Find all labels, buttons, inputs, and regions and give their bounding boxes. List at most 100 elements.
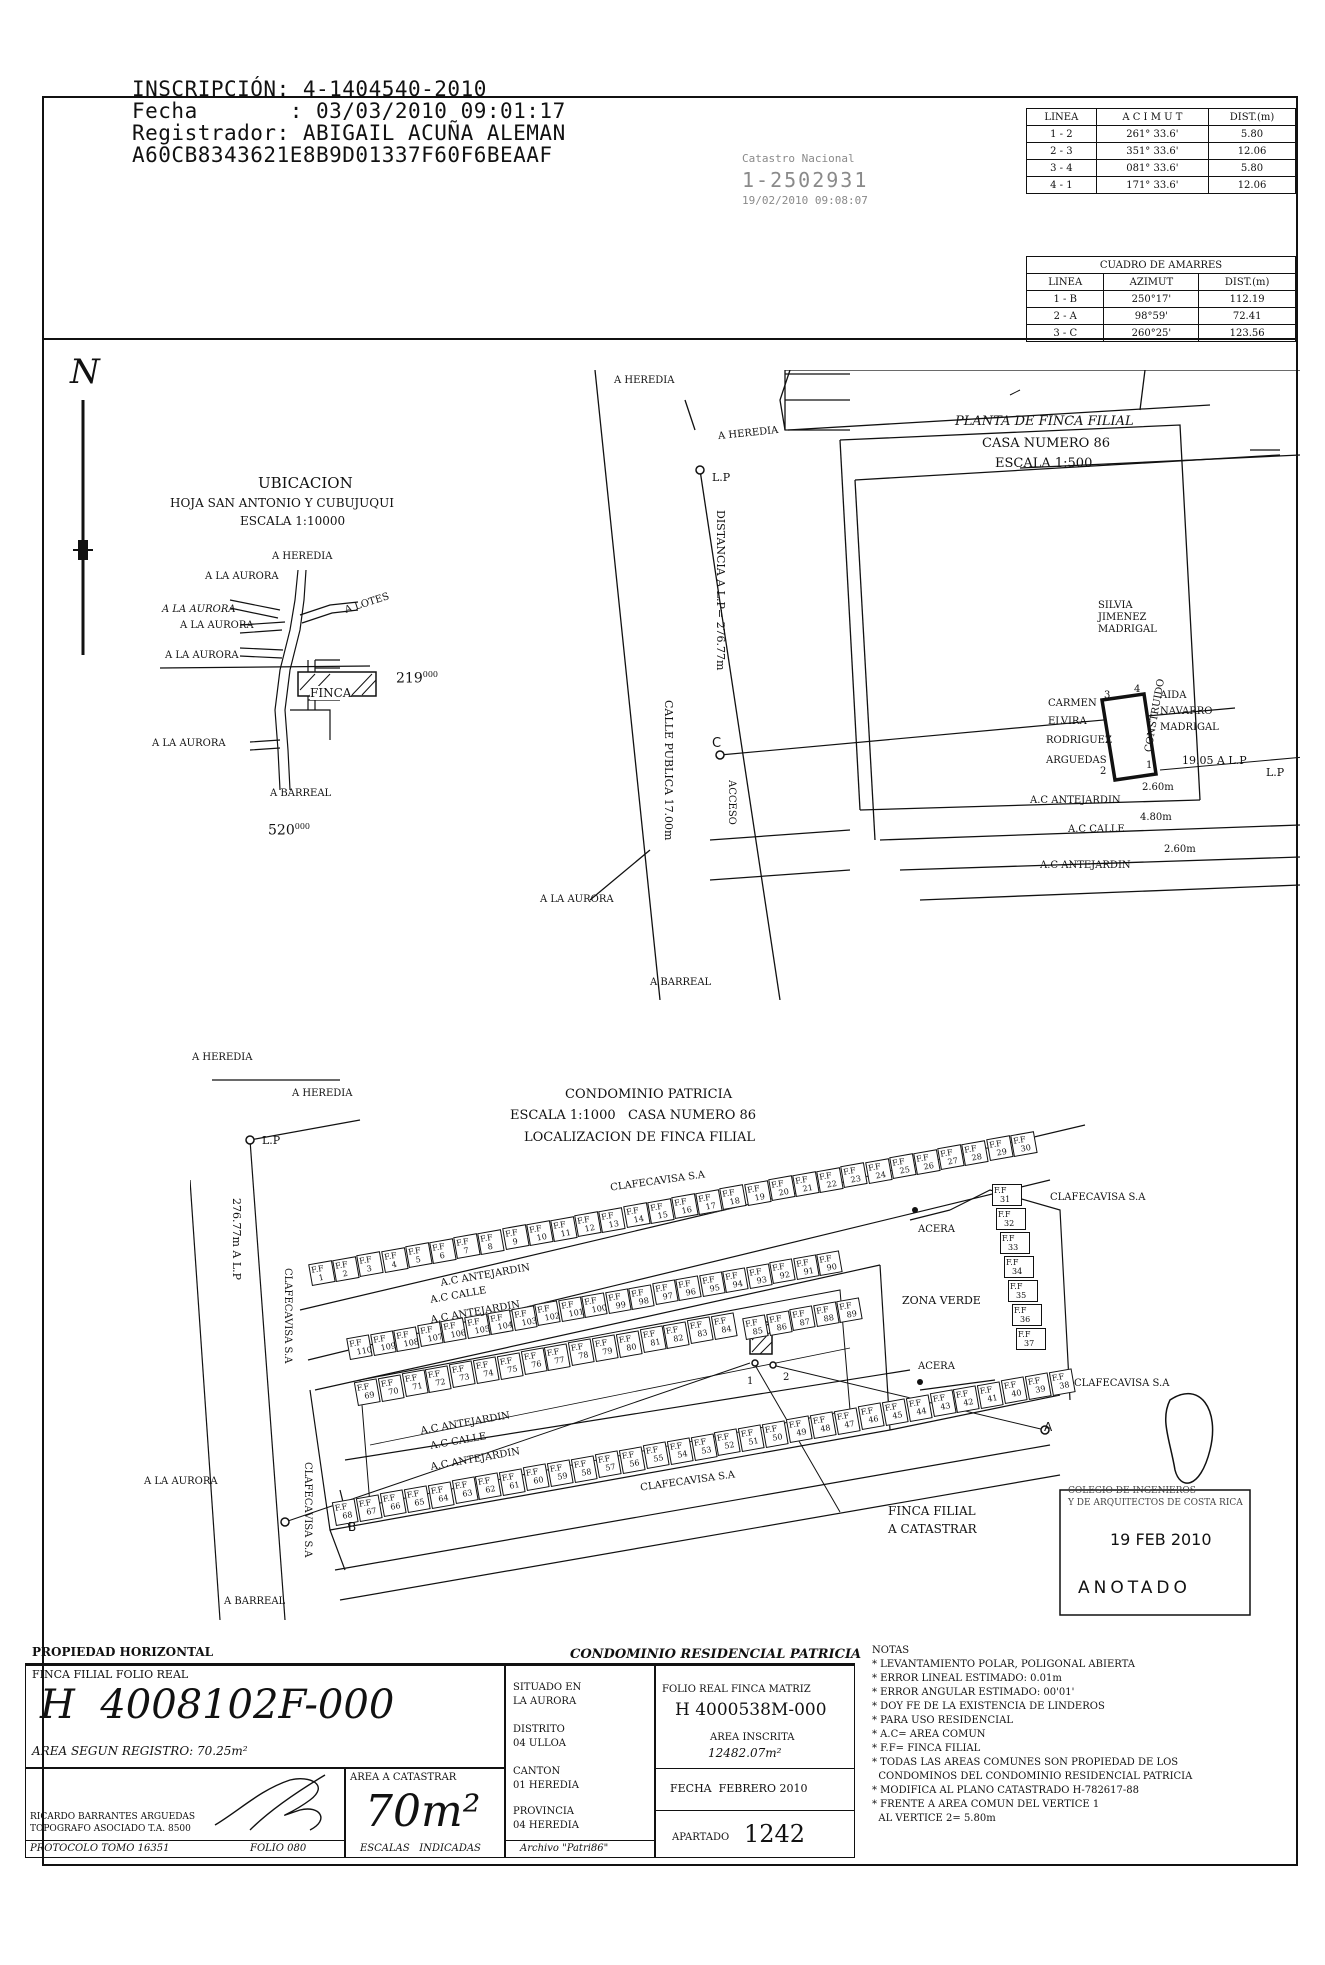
footer-top-line bbox=[25, 1663, 855, 1665]
planta-carmen-2: ELVIRA bbox=[1048, 716, 1087, 727]
condo-subtitle-2: LOCALIZACION DE FINCA FILIAL bbox=[524, 1130, 756, 1145]
note: * F.F= FINCA FILIAL bbox=[872, 1743, 981, 1754]
note: * DOY FE DE LA EXISTENCIA DE LINDEROS bbox=[872, 1701, 1105, 1712]
condo-heredia-arrow: A HEREDIA bbox=[292, 1088, 353, 1099]
catastro-title: Catastro Nacional bbox=[742, 152, 855, 165]
folio-box bbox=[25, 1665, 505, 1768]
planta-distancia: DISTANCIA A L.P= 276.77m bbox=[714, 510, 727, 671]
anotado-date: 19 FEB 2010 bbox=[1110, 1530, 1212, 1549]
protocolo-box bbox=[25, 1840, 345, 1858]
notes-block: NOTAS * LEVANTAMIENTO POLAR, POLIGONAL A… bbox=[872, 1644, 1192, 1826]
topografo-1: RICARDO BARRANTES ARGUEDAS bbox=[30, 1812, 196, 1822]
planta-ac-antejardin-2: A.C ANTEJARDIN bbox=[1040, 860, 1131, 871]
planta-calle-publica: CALLE PUBLICA 17.00m bbox=[662, 700, 675, 841]
signature-image bbox=[214, 1774, 326, 1831]
apartado-value: 1242 bbox=[744, 1820, 806, 1848]
fecha-line: Fecha : 03/03/2010 09:01:17 bbox=[132, 99, 566, 123]
planta-ac-antejardin-2-w: 2.60m bbox=[1164, 844, 1196, 855]
ubic-aurora-4: A LA AURORA bbox=[165, 650, 239, 661]
north-arrow-icon bbox=[73, 400, 93, 655]
planta-aurora: A LA AURORA bbox=[540, 894, 614, 905]
provincia-value: 04 HEREDIA bbox=[513, 1820, 579, 1831]
planta-lp-right: L.P bbox=[1266, 766, 1285, 779]
note: * A.C= AREA COMUN bbox=[872, 1729, 986, 1740]
registrador-line: Registrador: ABIGAIL ACUÑA ALEMAN bbox=[132, 121, 566, 145]
planta-subtitle: CASA NUMERO 86 bbox=[982, 436, 1111, 451]
condo-lp: L.P bbox=[262, 1134, 281, 1147]
condo-clafecavisa-right-1: CLAFECAVISA S.A bbox=[1050, 1192, 1146, 1203]
note: * LEVANTAMIENTO POLAR, POLIGONAL ABIERTA bbox=[872, 1659, 1135, 1670]
ubicacion-subtitle: HOJA SAN ANTONIO Y CUBUJUQUI bbox=[170, 496, 394, 510]
condo-heredia-top: A HEREDIA bbox=[192, 1052, 253, 1063]
ubic-finca: FINCA bbox=[310, 686, 352, 700]
condo-point-2: 2 bbox=[783, 1372, 790, 1383]
planta-aida-3: MADRIGAL bbox=[1160, 722, 1219, 733]
planta-dist-lp: 19.05 A L.P bbox=[1182, 754, 1247, 767]
ubicacion-scale: ESCALA 1:10000 bbox=[240, 514, 346, 528]
note: * PARA USO RESIDENCIAL bbox=[872, 1715, 1013, 1726]
planta-carmen-1: CARMEN bbox=[1048, 698, 1097, 709]
provincia-label: PROVINCIA bbox=[513, 1806, 575, 1817]
planta-drawing bbox=[589, 370, 1300, 1000]
planta-acceso: ACCESO bbox=[726, 780, 737, 825]
condo-finca-filial-2: A CATASTRAR bbox=[888, 1522, 977, 1536]
condo-acera-2: ACERA bbox=[918, 1361, 955, 1372]
condo-aurora: A LA AURORA bbox=[144, 1476, 218, 1487]
condo-barreal: A BARREAL bbox=[224, 1596, 286, 1607]
area-inscrita-label: AREA INSCRITA bbox=[710, 1732, 795, 1743]
ubic-aurora-2: A LA AURORA bbox=[162, 604, 236, 615]
